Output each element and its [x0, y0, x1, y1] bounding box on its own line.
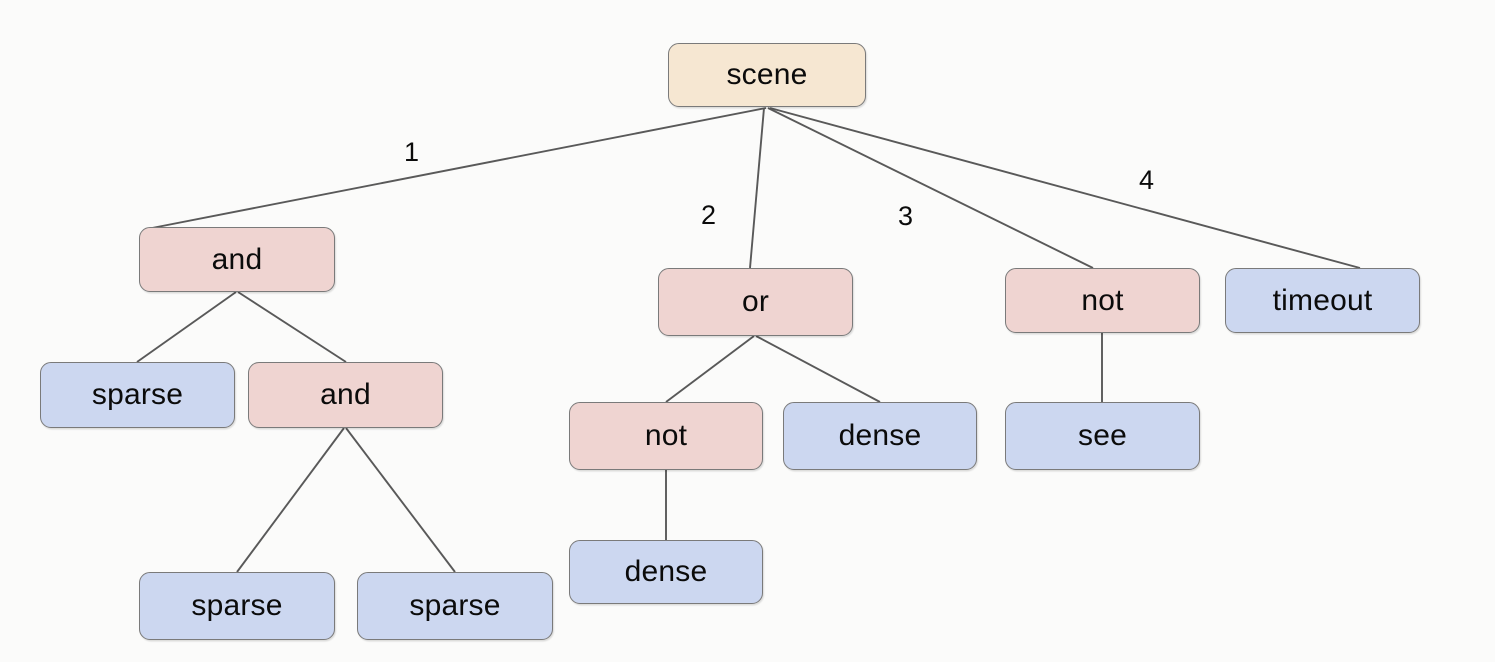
tree-node-label: scene: [726, 58, 808, 91]
tree-node-label: timeout: [1272, 283, 1373, 317]
tree-edge: [236, 427, 345, 573]
tree-edge: [151, 107, 767, 229]
tree-edge: [665, 335, 755, 403]
tree-node-label: or: [741, 285, 770, 318]
tree-node-label: sparse: [409, 589, 501, 622]
tree-node-label: see: [1078, 419, 1127, 452]
tree-node-label: dense: [624, 555, 708, 588]
tree-node-and1[interactable]: and: [139, 227, 335, 292]
tree-node-sparse2[interactable]: sparse: [139, 572, 335, 640]
edge-label-e1: 1: [404, 137, 420, 167]
edge-label-e3: 3: [898, 201, 914, 231]
tree-node-or1[interactable]: or: [658, 268, 853, 336]
tree-node-sparse1[interactable]: sparse: [40, 362, 235, 428]
tree-node-scene[interactable]: scene: [668, 43, 866, 107]
tree-node-label: and: [211, 242, 263, 276]
edge-label-e2: 2: [701, 200, 717, 230]
tree-node-label: not: [1081, 283, 1124, 317]
tree-node-label: sparse: [91, 378, 184, 411]
edge-label-e4: 4: [1139, 165, 1155, 195]
tree-node-timeout1[interactable]: timeout: [1225, 268, 1420, 333]
tree-edge: [749, 107, 765, 269]
tree-node-label: and: [320, 378, 371, 411]
tree-edge: [769, 107, 1361, 269]
tree-edge: [237, 291, 347, 363]
tree-edge: [767, 107, 1094, 269]
tree-node-not2[interactable]: not: [1005, 268, 1200, 333]
tree-node-dense1[interactable]: dense: [783, 402, 977, 470]
tree-node-label: not: [644, 419, 688, 452]
tree-edge: [755, 335, 881, 403]
tree-node-see1[interactable]: see: [1005, 402, 1200, 470]
tree-node-sparse3[interactable]: sparse: [357, 572, 553, 640]
tree-node-not1[interactable]: not: [569, 402, 763, 470]
tree-node-label: sparse: [191, 589, 283, 622]
tree-edge: [136, 291, 237, 363]
tree-node-dense2[interactable]: dense: [569, 540, 763, 604]
tree-node-label: dense: [838, 419, 922, 452]
tree-edge: [345, 427, 456, 573]
tree-node-and2[interactable]: and: [248, 362, 443, 428]
